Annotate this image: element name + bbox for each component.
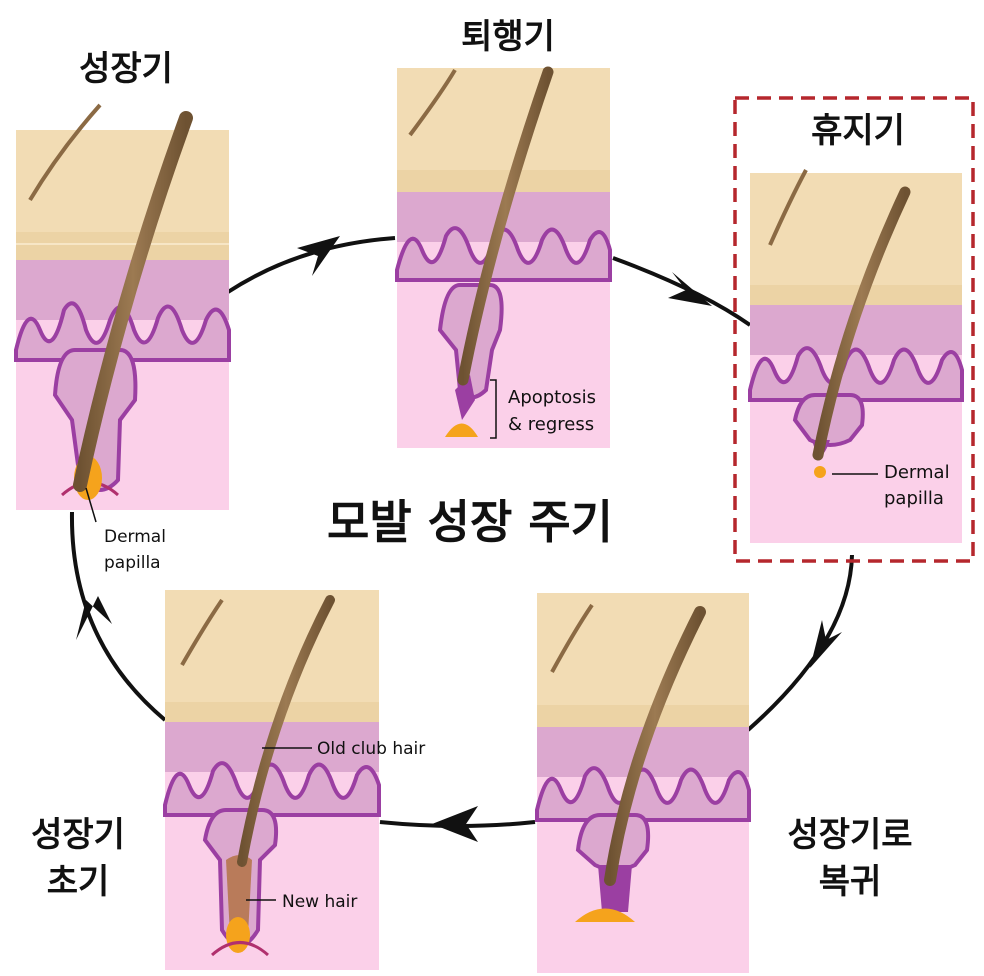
arrow-3-icon [810, 620, 842, 668]
annotation-dermal-papilla-1b: papilla [104, 553, 161, 573]
arrow-5-icon [76, 596, 112, 640]
panel-return-anagen [535, 593, 751, 973]
panel-early-anagen [163, 590, 381, 970]
annotation-dermal-papilla-2b: papilla [884, 488, 944, 509]
stage-title-return-2: 복귀 [819, 862, 882, 902]
stage-title-early-1: 성장기 [31, 815, 125, 855]
panel-catagen [395, 66, 612, 448]
annotation-apoptosis-2: & regress [508, 414, 594, 435]
stage-title-return-1: 성장기로 [787, 815, 912, 855]
panel-telogen [748, 169, 964, 543]
stage-title-catagen: 퇴행기 [461, 17, 555, 57]
arrow-2-icon [668, 272, 712, 306]
annotation-apoptosis-1: Apoptosis [508, 387, 596, 408]
arrow-4-icon [432, 806, 478, 842]
stage-title-telogen: 휴지기 [811, 111, 905, 151]
stage-title-anagen: 성장기 [79, 49, 173, 89]
annotation-dermal-papilla-2: Dermal [884, 462, 950, 483]
panel-anagen [14, 103, 231, 523]
annotation-new-hair: New hair [282, 892, 357, 912]
highlight-box [733, 96, 975, 563]
stage-title-early-2: 초기 [47, 862, 110, 902]
annotation-dermal-papilla-1: Dermal [104, 527, 166, 547]
center-title: 모발 성장 주기 [327, 495, 613, 549]
cycle-arrowheads [76, 236, 842, 842]
annotation-old-club-hair: Old club hair [317, 739, 425, 759]
arrow-1-icon [297, 236, 340, 276]
